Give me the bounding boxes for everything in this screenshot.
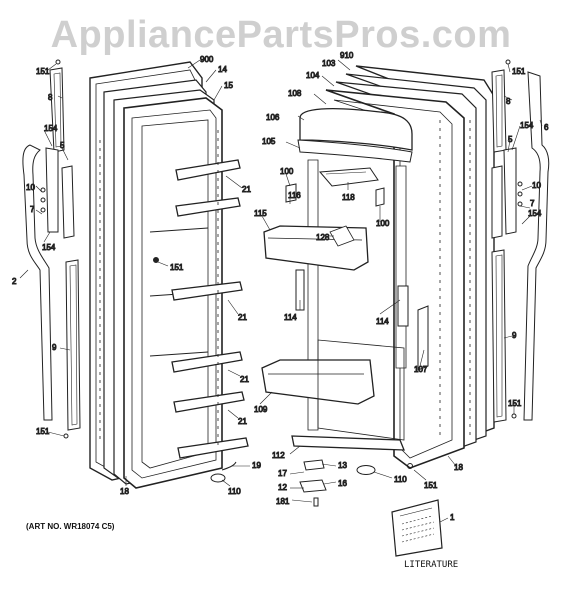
callout-151: 151 xyxy=(424,481,438,490)
callout-8: 8 xyxy=(48,93,53,102)
right-door-trim-parts xyxy=(491,59,550,423)
callout-19: 19 xyxy=(252,461,261,470)
callout-17: 17 xyxy=(278,469,287,478)
callout-910: 910 xyxy=(340,51,354,60)
callout-107: 107 xyxy=(414,365,428,374)
literature-booklet xyxy=(391,499,443,557)
callout-118: 118 xyxy=(342,193,355,202)
callout-21: 21 xyxy=(238,417,247,426)
leader-lines xyxy=(19,59,543,523)
callout-108: 108 xyxy=(288,89,302,98)
callout-18: 18 xyxy=(120,487,129,496)
callout-128: 128 xyxy=(316,233,330,242)
callout-154: 154 xyxy=(520,121,534,130)
callout-154: 154 xyxy=(42,243,56,252)
callout-21: 21 xyxy=(240,375,249,384)
callout-21: 21 xyxy=(238,313,247,322)
callout-9: 9 xyxy=(52,343,57,352)
callout-10: 10 xyxy=(26,183,35,192)
callout-181: 181 xyxy=(276,497,290,506)
callout-1: 1 xyxy=(450,513,455,522)
callout-6: 6 xyxy=(544,123,549,132)
callout-18: 18 xyxy=(454,463,463,472)
site-watermark: AppliancePartsPros.com xyxy=(50,14,512,56)
callout-9: 9 xyxy=(512,331,517,340)
callout-154: 154 xyxy=(528,209,542,218)
callout-109: 109 xyxy=(254,405,268,414)
art-number-label: (ART NO. WR18074 C5) xyxy=(26,522,115,531)
callout-110: 110 xyxy=(228,487,241,496)
callout-114: 114 xyxy=(284,313,297,322)
callout-15: 15 xyxy=(224,81,233,90)
callout-10: 10 xyxy=(532,181,541,190)
callout-110: 110 xyxy=(394,475,407,484)
callout-2: 2 xyxy=(12,277,17,286)
part-callouts: 151 8 154 5 10 7 154 2 9 151 900 14 15 2… xyxy=(12,51,550,523)
callout-100: 100 xyxy=(280,167,294,176)
callout-151: 151 xyxy=(508,399,522,408)
callout-5: 5 xyxy=(508,135,513,144)
literature-label: LITERATURE xyxy=(404,560,459,570)
callout-151: 151 xyxy=(36,427,50,436)
callout-7: 7 xyxy=(30,205,35,214)
callout-112: 112 xyxy=(272,451,285,460)
callout-103: 103 xyxy=(322,59,336,68)
callout-100: 100 xyxy=(376,219,390,228)
callout-151: 151 xyxy=(36,67,50,76)
callout-900: 900 xyxy=(200,55,214,64)
callout-104: 104 xyxy=(306,71,320,80)
callout-116: 116 xyxy=(288,191,301,200)
callout-151: 151 xyxy=(512,67,526,76)
fresh-food-door xyxy=(261,65,495,507)
callout-114: 114 xyxy=(376,317,389,326)
callout-14: 14 xyxy=(218,65,227,74)
callout-8: 8 xyxy=(506,97,511,106)
callout-13: 13 xyxy=(338,461,347,470)
callout-151: 151 xyxy=(170,263,184,272)
callout-21: 21 xyxy=(242,185,251,194)
callout-115: 115 xyxy=(254,209,267,218)
callout-105: 105 xyxy=(262,137,276,146)
callout-12: 12 xyxy=(278,483,287,492)
callout-16: 16 xyxy=(338,479,347,488)
freezer-door xyxy=(89,61,249,489)
callout-5: 5 xyxy=(60,141,65,150)
callout-154: 154 xyxy=(44,124,58,133)
callout-106: 106 xyxy=(266,113,280,122)
callout-7: 7 xyxy=(530,199,535,208)
